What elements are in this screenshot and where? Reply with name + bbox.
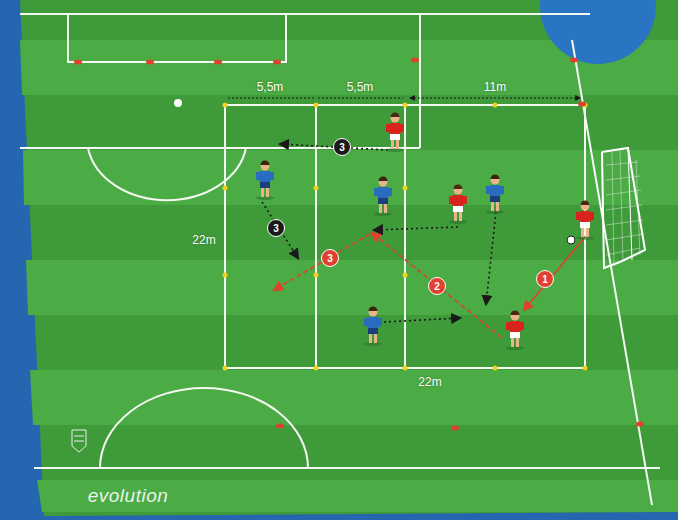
callout-number: 2 bbox=[428, 277, 446, 295]
watermark: evolution bbox=[88, 485, 169, 507]
dimension-label: 5,5m bbox=[347, 80, 374, 94]
callout-number: 1 bbox=[536, 270, 554, 288]
callout-number: 3 bbox=[321, 249, 339, 267]
callout-number: 3 bbox=[267, 219, 285, 237]
dimension-label: 11m bbox=[484, 80, 506, 94]
dimension-label: 22m bbox=[418, 375, 441, 389]
callout-number: 3 bbox=[333, 138, 351, 156]
dimension-label: 22m bbox=[192, 233, 215, 247]
dimension-label: 5,5m bbox=[257, 80, 284, 94]
